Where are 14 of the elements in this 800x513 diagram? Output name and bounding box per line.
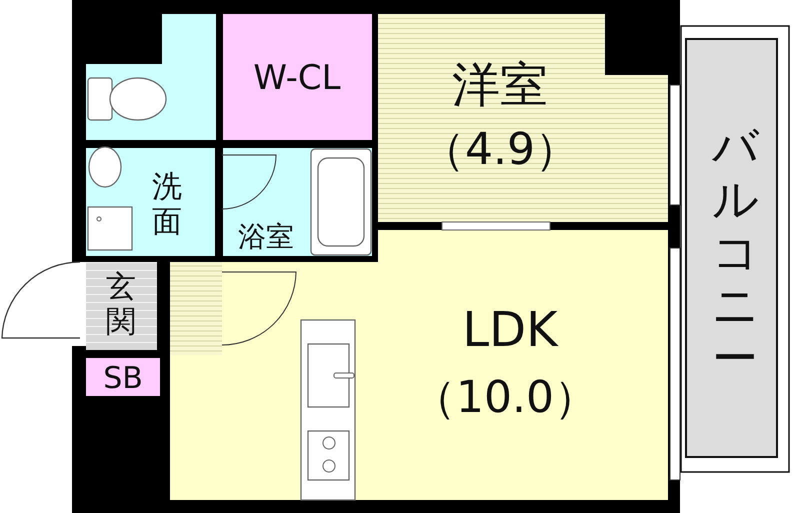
- room-label: W-CL: [253, 61, 341, 95]
- area-label: （10.0）: [412, 376, 598, 420]
- balcony-area: [685, 38, 778, 458]
- room-label: LDK: [462, 306, 558, 354]
- room-label: 洋室: [452, 61, 548, 109]
- area-label: （4.9）: [421, 128, 579, 172]
- room-label: 浴室: [238, 223, 294, 251]
- room-label: バルコニー: [712, 120, 758, 384]
- room-label: 玄関: [106, 270, 136, 340]
- room-area: [86, 262, 157, 350]
- room-area: [223, 14, 372, 140]
- room-label: SB: [103, 364, 143, 394]
- room-area: [86, 358, 160, 396]
- room-label: 洗面: [152, 170, 182, 240]
